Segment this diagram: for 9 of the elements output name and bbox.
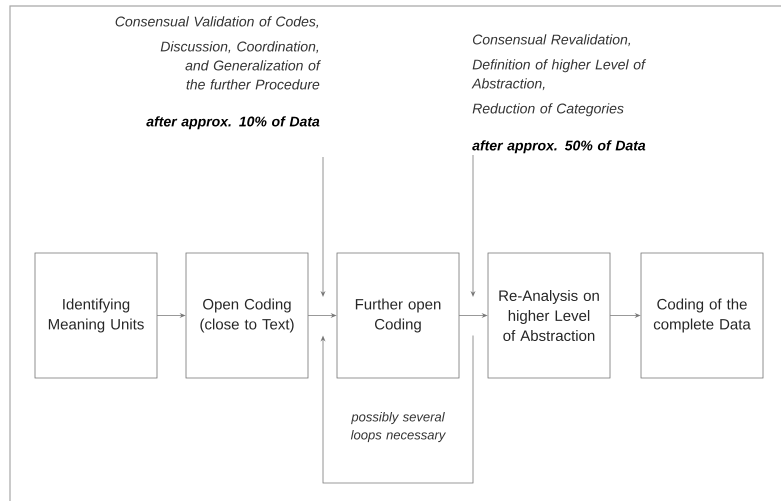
process-box: Re-Analysis on higher Level of Abstraction	[488, 252, 610, 378]
annotation-text: Consensual Revalidation, Definition of higher Level of Abstraction, Reduction of Categories after approx. 50% of Data	[472, 34, 646, 154]
process-box: Identifying Meaning Units	[34, 252, 158, 378]
process-box: Coding of the complete Data	[640, 252, 764, 378]
edge-label: possibly several loops necessary	[350, 412, 446, 442]
process-box: Open Coding (close to Text)	[186, 252, 308, 378]
loop-arrow	[320, 335, 474, 484]
annotation-text: Consensual Validation of Codes, Discussion, Coordination, and Generalization of the further Procedure after approx. 10% of Data	[116, 16, 321, 130]
process-box: Further open Coding	[336, 252, 460, 378]
